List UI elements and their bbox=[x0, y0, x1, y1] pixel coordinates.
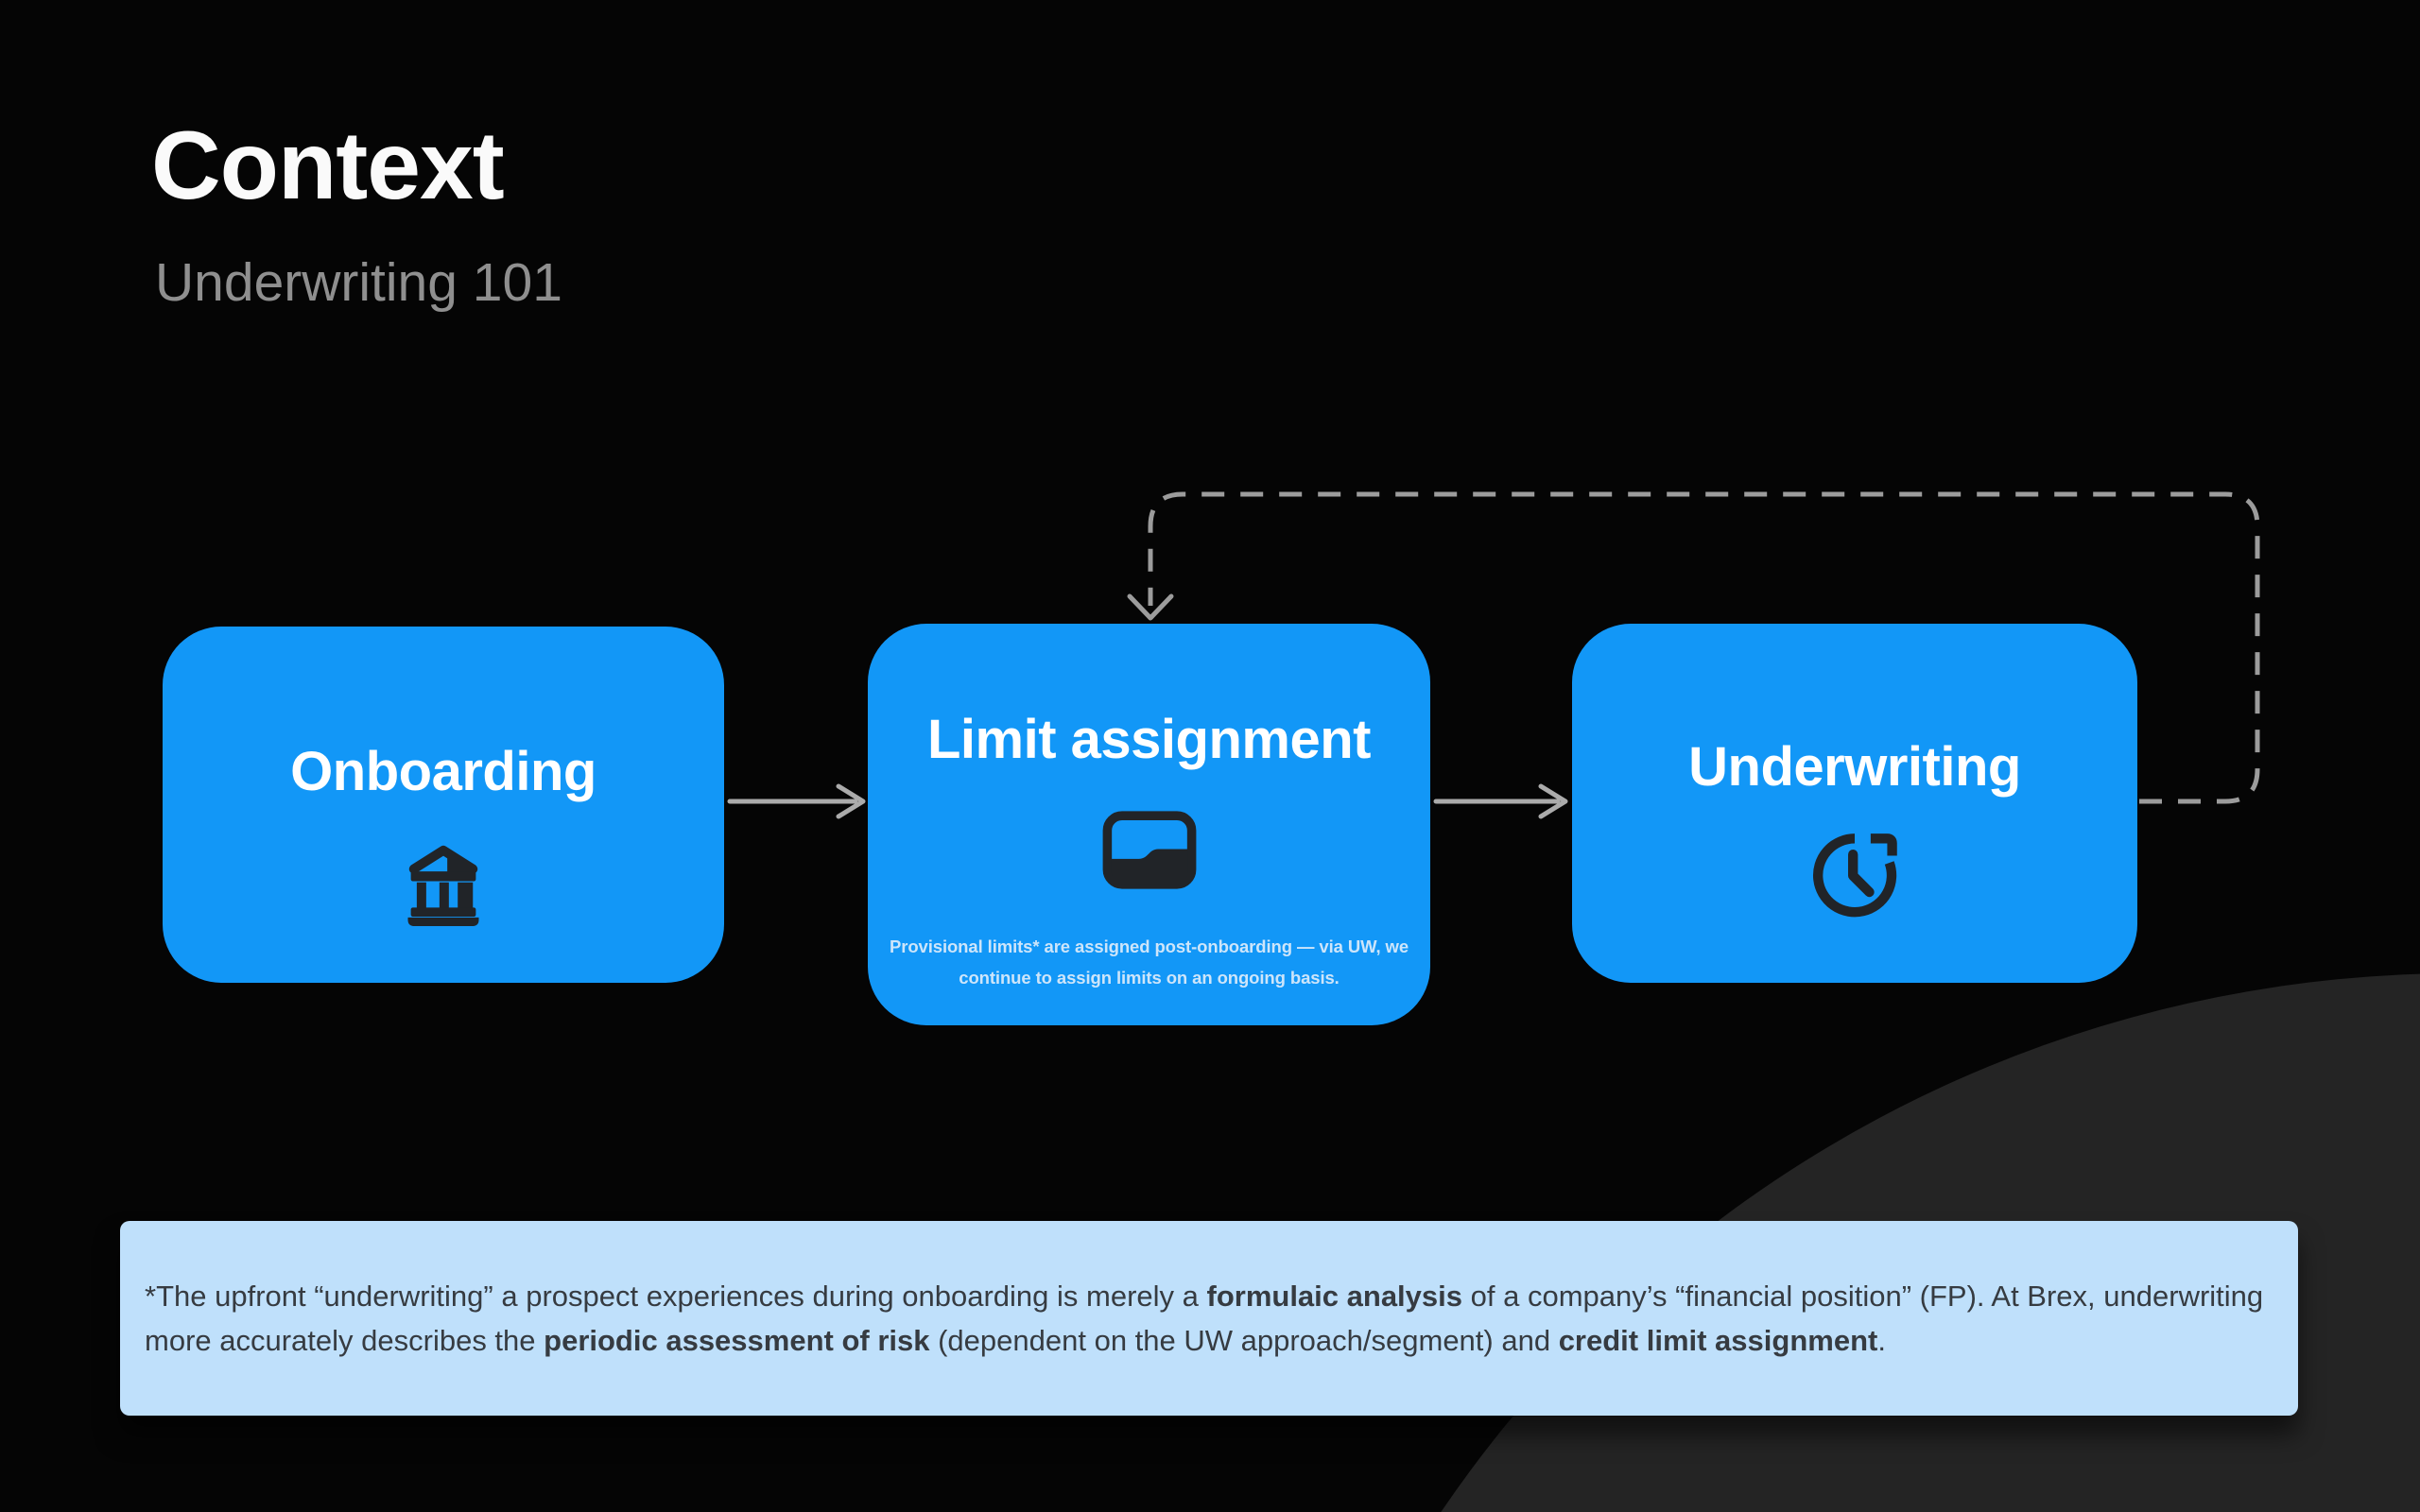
node-label: Limit assignment bbox=[927, 709, 1371, 770]
arrow-limit-to-underwriting bbox=[1433, 783, 1568, 819]
footnote-box: *The upfront “underwriting” a prospect e… bbox=[120, 1221, 2298, 1416]
bank-icon bbox=[407, 845, 479, 926]
flow-node-onboarding: Onboarding bbox=[163, 627, 724, 983]
dashed-feedback-loop bbox=[1148, 491, 2260, 804]
page-title: Context bbox=[151, 112, 505, 219]
node-label: Onboarding bbox=[290, 740, 596, 802]
flow-node-underwriting: Underwriting bbox=[1572, 624, 2137, 983]
node-label: Underwriting bbox=[1688, 736, 2021, 798]
dashed-feedback-arrowhead bbox=[1127, 593, 1174, 621]
node-note: Provisional limits* are assigned post-on… bbox=[889, 936, 1409, 988]
card-icon bbox=[1102, 811, 1196, 889]
footnote-text: *The upfront “underwriting” a prospect e… bbox=[145, 1280, 2264, 1357]
page-subtitle: Underwriting 101 bbox=[155, 252, 562, 313]
flow-node-limit-assignment: Limit assignment Provisional limits* are… bbox=[868, 624, 1430, 1025]
arrow-onboarding-to-limit bbox=[727, 783, 866, 819]
history-clock-icon bbox=[1813, 833, 1897, 918]
